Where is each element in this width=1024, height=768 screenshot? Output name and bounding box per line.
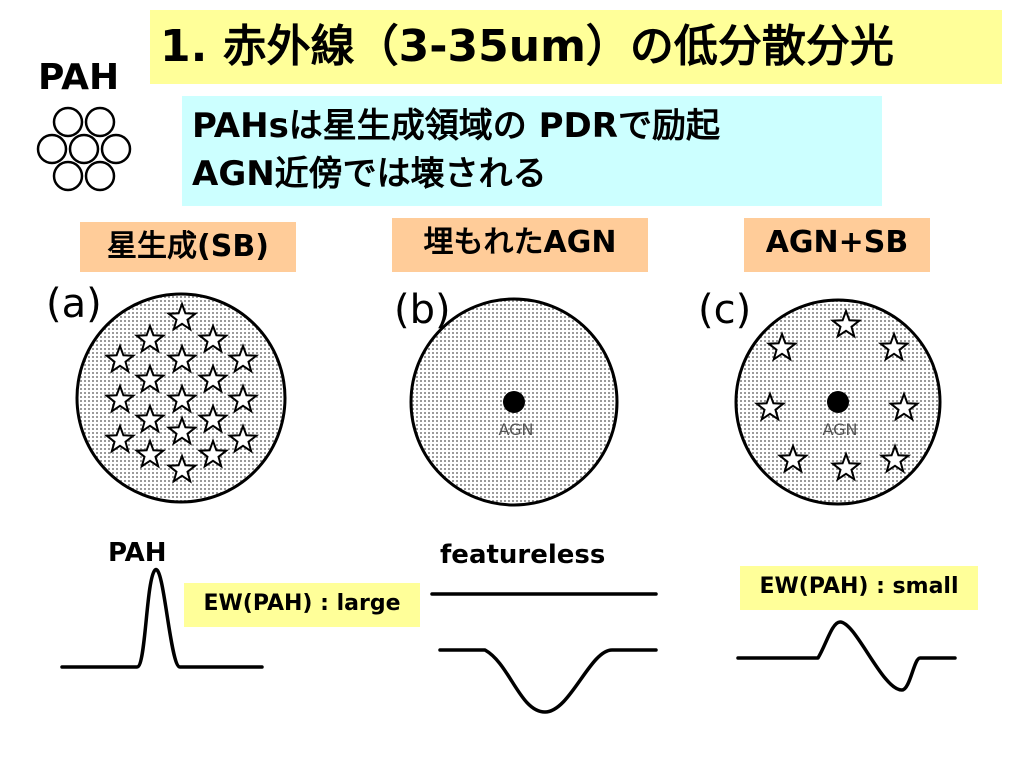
sb-star-8: [103, 383, 137, 414]
tag-starburst: 星生成(SB): [80, 222, 296, 272]
agn-label-b: AGN: [498, 420, 533, 439]
panel-letter-c: (c): [698, 287, 752, 333]
molecule-ring-5: [52, 160, 84, 192]
molecule-ring-2: [84, 106, 116, 138]
sb-star-3: [103, 343, 137, 374]
sb-star-12: [196, 403, 230, 434]
spectrum-b-absorption: [438, 648, 658, 714]
star-cluster-c: [753, 308, 921, 482]
sb-star-0: [165, 301, 199, 332]
spectrum-a-label: PAH: [108, 538, 167, 568]
agnsb-star-7: [878, 443, 912, 474]
ew-note-large: EW(PAH) : large: [184, 583, 420, 627]
panel-letter-a: (a): [46, 281, 102, 327]
sb-star-5: [226, 343, 260, 374]
molecule-ring-6: [84, 160, 116, 192]
agnsb-star-4: [887, 391, 921, 422]
sb-star-4: [165, 343, 199, 374]
sb-star-10: [226, 383, 260, 414]
sb-star-6: [133, 363, 167, 394]
agn-label-c: AGN: [822, 420, 857, 439]
sb-star-15: [226, 423, 260, 454]
note-line-1: PAHsは星生成領域の PDRで励起: [192, 106, 720, 146]
agn-dot-b: [503, 391, 525, 413]
slide-title: 1. 赤外線（3-35um）の低分散分光: [160, 21, 894, 72]
star-cluster-a: [103, 301, 260, 484]
agnsb-star-0: [829, 308, 863, 339]
spectrum-b-label: featureless: [440, 540, 606, 570]
molecule-ring-4: [100, 133, 132, 165]
agnsb-star-5: [776, 443, 810, 474]
agnsb-star-1: [765, 331, 799, 362]
agnsb-star-6: [829, 451, 863, 482]
note-box: [182, 96, 882, 206]
agnsb-star-2: [877, 331, 911, 362]
sb-star-11: [133, 403, 167, 434]
molecule-ring-1: [52, 106, 84, 138]
sb-star-9: [165, 383, 199, 414]
molecule-ring-0: [68, 133, 100, 165]
panel-letter-b: (b): [394, 287, 451, 333]
hexagon-ring-molecule-icon: [36, 106, 132, 192]
note-line-2: AGN近傍では壊される: [192, 154, 547, 194]
tag-agn-sb: AGN+SB: [744, 218, 930, 272]
sb-star-16: [133, 438, 167, 469]
spectrum-c: [736, 620, 957, 692]
molecule-ring-3: [36, 133, 68, 165]
sb-star-7: [196, 363, 230, 394]
agn-dot-c: [827, 391, 849, 413]
sb-star-1: [133, 323, 167, 354]
pah-molecule-label: PAH: [38, 57, 120, 98]
agnsb-star-3: [753, 391, 787, 422]
ew-note-small: EW(PAH) : small: [740, 566, 978, 610]
title-banner: [150, 10, 1002, 84]
tag-buried-agn: 埋もれたAGN: [392, 218, 648, 272]
sb-star-17: [196, 438, 230, 469]
spectrum-a-peak: [60, 568, 264, 669]
sb-star-2: [196, 323, 230, 354]
sb-star-14: [165, 415, 199, 446]
sb-star-18: [165, 453, 199, 484]
sb-star-13: [103, 423, 137, 454]
